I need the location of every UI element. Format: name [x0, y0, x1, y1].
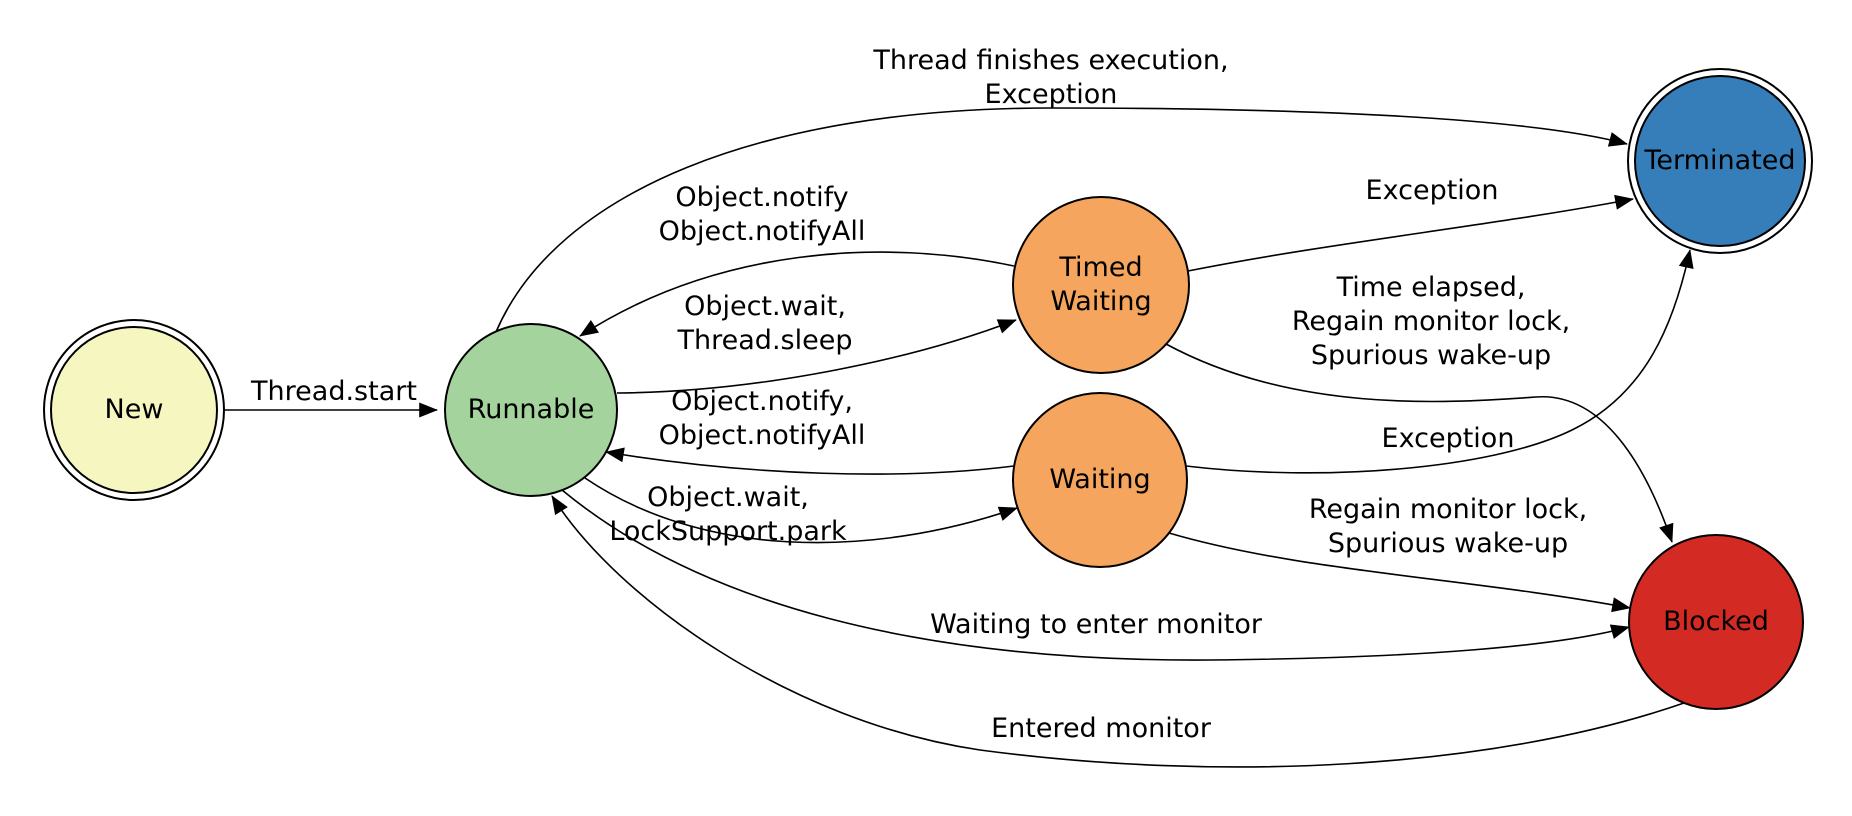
- edge-runnable-waiting: [584, 477, 1018, 544]
- edge-runnable-blocked: [561, 489, 1630, 661]
- node-waiting-circle: [1012, 392, 1188, 568]
- edge-label-entered-monitor: Entered monitor: [991, 712, 1211, 744]
- node-runnable-label: Runnable: [467, 393, 595, 425]
- edge-label-exception-waiting: Exception: [1381, 422, 1515, 454]
- edge-timed-waiting-terminated: [1187, 194, 1634, 272]
- edge-label-object-wait-park: Object.wait, LockSupport.park: [609, 481, 847, 547]
- edge-label-waiting-to-enter-monitor: Waiting to enter monitor: [930, 608, 1262, 640]
- edge-timed-waiting-blocked: [1165, 343, 1674, 543]
- node-timed-waiting-label: Timed Waiting: [1050, 251, 1152, 317]
- edge-blocked-runnable: [551, 495, 1685, 768]
- edge-waiting-terminated: [1185, 249, 1694, 474]
- node-timed-waiting-circle: [1012, 196, 1190, 374]
- node-runnable-circle: [444, 323, 618, 497]
- edge-runnable-terminated: [495, 107, 1628, 333]
- edge-label-thread-start: Thread.start: [251, 375, 417, 407]
- node-terminated-label: Terminated: [1644, 144, 1796, 176]
- edge-timed-waiting-runnable: [579, 251, 1015, 337]
- edge-runnable-timed-waiting: [616, 319, 1017, 394]
- node-blocked-circle: [1628, 534, 1804, 710]
- node-new-label: New: [104, 393, 164, 425]
- node-waiting-label: Waiting: [1049, 463, 1151, 495]
- edge-label-exception-timed-waiting: Exception: [1365, 174, 1499, 206]
- edge-label-object-notify: Object.notify Object.notifyAll: [658, 181, 866, 247]
- edge-label-time-elapsed: Time elapsed, Regain monitor lock, Spuri…: [1291, 271, 1571, 372]
- edge-label-regain-monitor-lock: Regain monitor lock, Spurious wake-up: [1308, 493, 1588, 559]
- edge-label-object-notify-all: Object.notify, Object.notifyAll: [658, 385, 866, 451]
- edge-waiting-runnable: [605, 447, 1015, 475]
- node-terminated-circle: [1634, 75, 1806, 247]
- node-blocked-label: Blocked: [1663, 605, 1769, 637]
- edge-label-object-wait-sleep: Object.wait, Thread.sleep: [677, 290, 853, 356]
- edge-waiting-blocked: [1168, 532, 1631, 613]
- edge-label-thread-finishes: Thread finishes execution, Exception: [873, 44, 1229, 110]
- node-new-circle: [50, 326, 218, 494]
